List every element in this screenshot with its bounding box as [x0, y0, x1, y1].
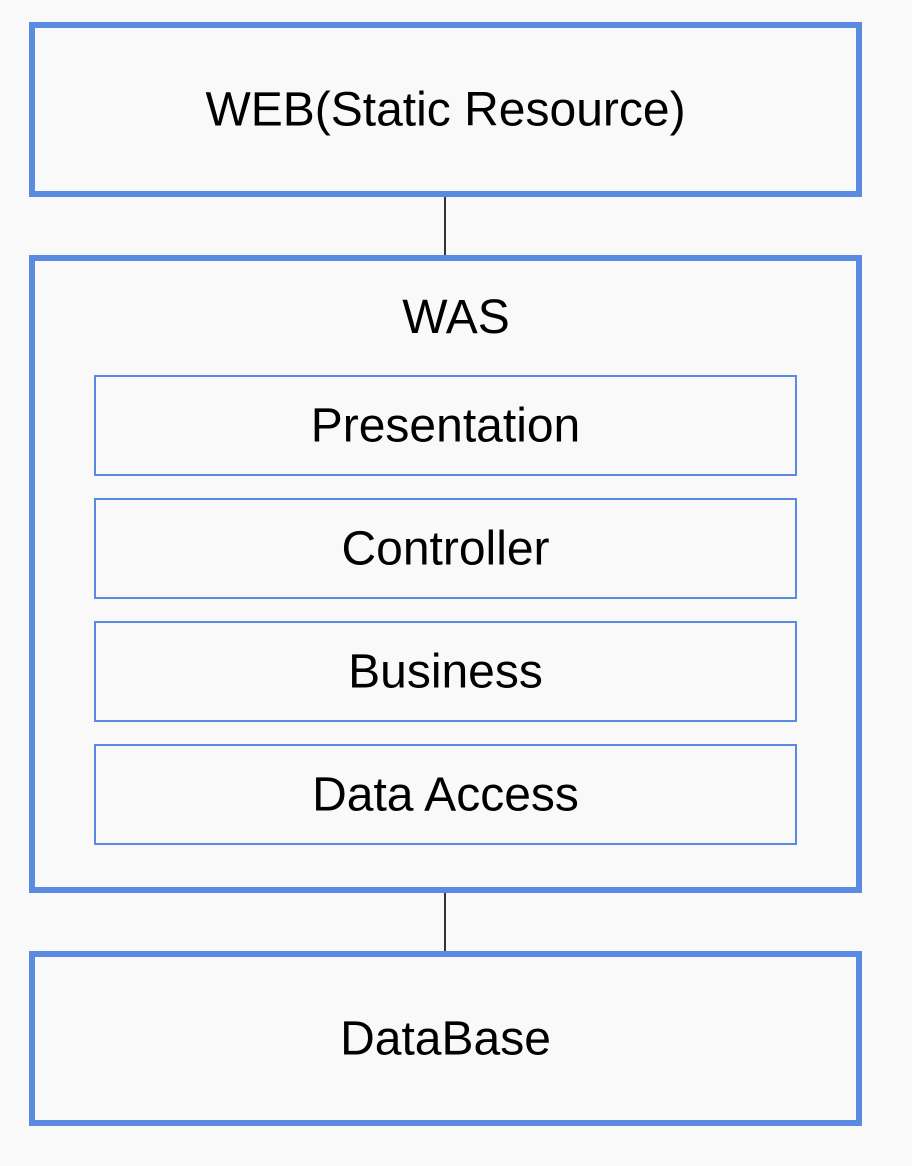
layer-controller: Controller — [94, 498, 797, 599]
was-database-connector — [444, 893, 446, 951]
layer-label: Controller — [341, 522, 550, 575]
web-label: WEB(Static Resource) — [205, 83, 686, 136]
database-label: DataBase — [340, 1012, 551, 1065]
layer-data-access: Data Access — [94, 744, 797, 845]
layer-business: Business — [94, 621, 797, 722]
web-box: WEB(Static Resource) — [29, 22, 862, 197]
layer-label: Business — [348, 645, 543, 698]
was-label: WAS — [402, 291, 510, 344]
layer-label: Data Access — [312, 768, 579, 821]
layer-label: Presentation — [310, 399, 581, 452]
database-box: DataBase — [29, 951, 862, 1126]
web-was-connector — [444, 197, 446, 255]
layer-presentation: Presentation — [94, 375, 797, 476]
